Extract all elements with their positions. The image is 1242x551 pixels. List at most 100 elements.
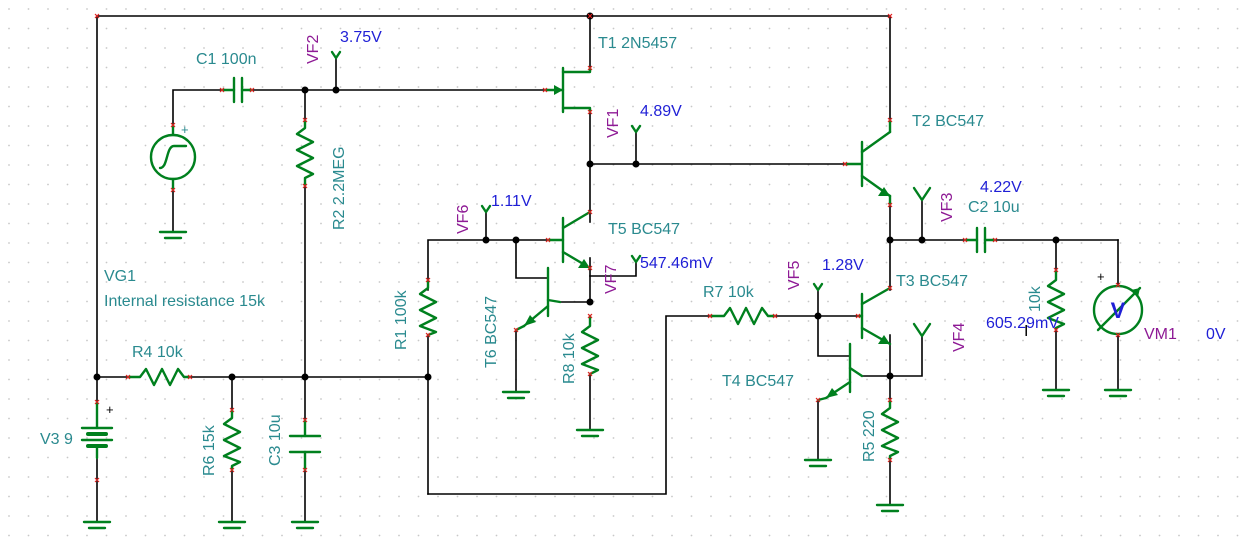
junction-dot <box>228 373 236 381</box>
t3-collector <box>860 286 892 306</box>
r8-label: R8 10k <box>561 332 578 384</box>
ground-icon <box>158 230 188 240</box>
npn-transistor-t6[interactable] <box>514 266 562 332</box>
t6-emitter-arrow-icon <box>524 315 536 326</box>
t5-base-wire <box>427 239 549 291</box>
probe-labels: VF2 3.75V VF1 4.89V VF6 1.11V VF7 547.46… <box>305 29 1059 352</box>
t4-label: T4 BC547 <box>722 373 794 390</box>
vm1-reading: 0V <box>1206 326 1226 343</box>
jfet-t1[interactable] <box>543 66 592 114</box>
resistor-r7[interactable] <box>708 306 777 326</box>
load-reading: 605.29mV <box>986 315 1059 332</box>
r5-label: R5 220 <box>861 410 878 462</box>
junction-dot <box>93 373 101 381</box>
npn-transistor-t5[interactable] <box>546 210 592 270</box>
feedback-wire <box>427 315 711 495</box>
npn-transistor-t4[interactable] <box>816 342 864 402</box>
ground-icon <box>1041 388 1071 398</box>
t2-label: T2 BC547 <box>912 113 984 130</box>
vg1-waveform-icon <box>158 144 188 170</box>
vm1-needle-arrow-icon <box>1131 288 1140 297</box>
c1-label: C1 100n <box>196 51 257 68</box>
junction-dot <box>301 373 309 381</box>
t6-base-wire <box>515 239 549 279</box>
resistor-r6[interactable] <box>222 408 242 472</box>
vf5-label: VF5 <box>786 261 803 290</box>
vf7-label: VF7 <box>603 265 620 294</box>
vg1-plus-mark: + <box>181 122 189 137</box>
capacitor-c3[interactable] <box>288 418 322 472</box>
capacitor-c2[interactable] <box>963 226 997 254</box>
r2-zigzag <box>295 118 315 188</box>
ground-icon <box>1103 388 1133 398</box>
vf4-wire <box>889 335 923 377</box>
vm1-symbol: V <box>1111 298 1126 323</box>
vf5-value: 1.28V <box>822 257 864 274</box>
junction-dot <box>482 236 490 244</box>
capacitor-c1[interactable] <box>220 76 254 104</box>
junction-dot <box>886 372 894 380</box>
t3-label: T3 BC547 <box>896 273 968 290</box>
vg1-note: Internal resistance 15k <box>104 293 266 310</box>
ground-icon <box>82 520 112 530</box>
t5-collector <box>561 210 592 230</box>
r4-zigzag <box>126 367 192 387</box>
junctions <box>93 12 1060 381</box>
r6-zigzag <box>222 408 242 472</box>
t4-collector <box>848 366 864 378</box>
vf1-label: VF1 <box>605 109 622 138</box>
rload-label: 10k <box>1027 285 1044 312</box>
npn-transistor-t2[interactable] <box>843 118 892 207</box>
resistor-r4[interactable] <box>126 367 192 387</box>
v3-plus-mark: + <box>106 402 114 417</box>
voltmeter-vm1[interactable]: V + <box>1092 269 1144 336</box>
t4-emitter-lead <box>816 396 828 402</box>
pin-markers <box>94 13 1121 483</box>
vf6-probe-icon <box>480 204 492 214</box>
vf3-label: VF3 <box>939 193 956 222</box>
resistor-rload[interactable] <box>1046 268 1066 332</box>
junction-dot <box>886 236 894 244</box>
resistor-r8[interactable] <box>580 314 600 376</box>
r4-label: R4 10k <box>132 344 184 361</box>
r5-zigzag <box>880 398 900 462</box>
resistor-r2[interactable] <box>295 118 315 188</box>
vf3-value: 4.22V <box>980 179 1022 196</box>
r1-label: R1 100k <box>393 289 410 350</box>
vf7-value: 547.46mV <box>640 255 713 272</box>
vm1-needle-icon <box>1096 286 1142 332</box>
junction-dot <box>814 312 822 320</box>
t5-emitter-arrow-icon <box>578 259 590 268</box>
t6-collector <box>546 298 562 304</box>
ground-icon <box>501 390 531 400</box>
t6-label: T6 BC547 <box>483 296 500 368</box>
junction-dot <box>586 160 594 168</box>
rload-zigzag <box>1046 268 1066 332</box>
ground-icon <box>575 428 605 438</box>
vf1-value: 4.89V <box>640 103 682 120</box>
vf2-label: VF2 <box>305 35 322 64</box>
vf6-value: 1.11V <box>491 193 532 210</box>
v3-label: V3 9 <box>40 431 73 448</box>
junction-dot <box>632 160 640 168</box>
vg1-signal-generator[interactable]: + <box>149 122 197 192</box>
junction-dot <box>332 86 340 94</box>
junction-dot <box>512 236 520 244</box>
r6-label: R6 15k <box>201 424 218 476</box>
r2-label: R2 2.2MEG <box>331 146 348 230</box>
probe-markers <box>330 50 932 338</box>
resistor-r5[interactable] <box>880 398 900 462</box>
junction-dot <box>301 86 309 94</box>
battery-v3[interactable]: + <box>80 400 114 460</box>
vm1-plus-mark: + <box>1097 269 1105 284</box>
junction-dot <box>424 373 432 381</box>
resistor-r1[interactable] <box>418 278 438 337</box>
t5-label: T5 BC547 <box>608 221 680 238</box>
r7-zigzag <box>708 306 777 326</box>
component-labels: C1 100n T1 2N5457 T2 BC547 T5 BC547 T3 B… <box>40 35 1226 476</box>
t2-collector <box>860 130 892 154</box>
r7-label: R7 10k <box>703 284 755 301</box>
junction-dot <box>586 298 594 306</box>
vf1-probe-icon <box>630 124 642 134</box>
